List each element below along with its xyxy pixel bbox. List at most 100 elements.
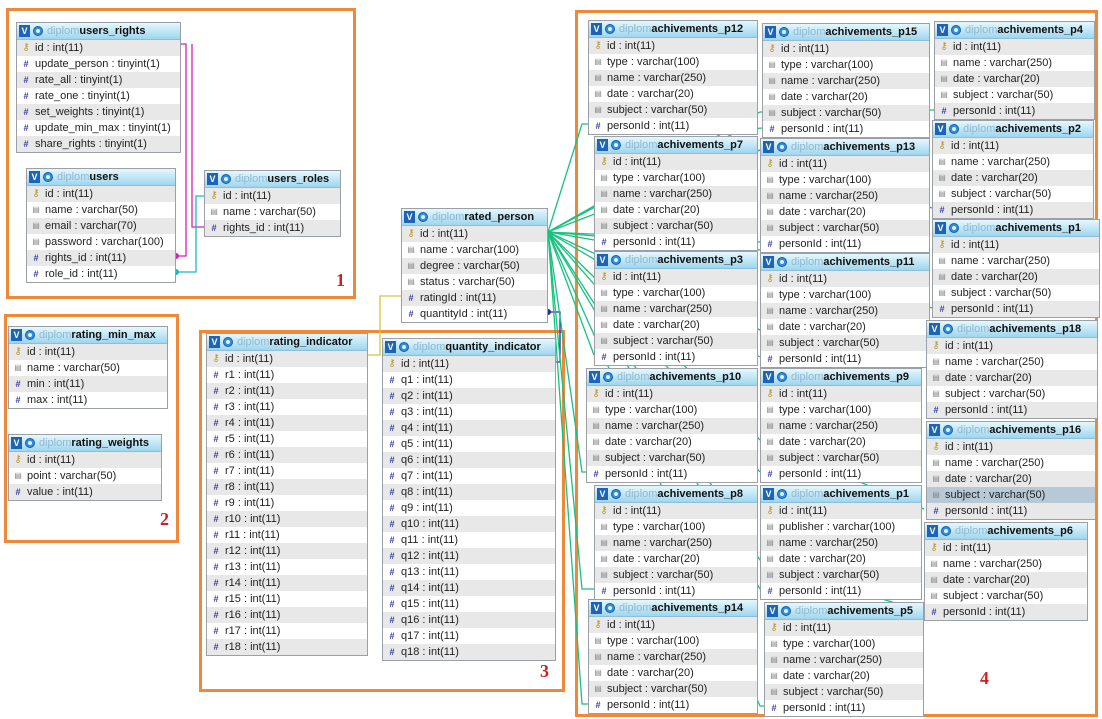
collapse-toggle-icon[interactable]: V: [929, 323, 940, 335]
column-row[interactable]: #r3 : int(11): [207, 399, 367, 415]
collapse-toggle-icon[interactable]: V: [937, 24, 948, 36]
collapse-toggle-icon[interactable]: V: [935, 123, 946, 135]
column-row[interactable]: ▤subject : varchar(50): [595, 218, 757, 234]
column-row[interactable]: ⚷id : int(11): [761, 386, 921, 402]
column-row[interactable]: ▤name : varchar(250): [761, 303, 929, 319]
column-row[interactable]: ▤date : varchar(20): [589, 86, 757, 102]
column-row[interactable]: ▤type : varchar(100): [765, 636, 923, 652]
column-row[interactable]: ▤name : varchar(250): [587, 418, 757, 434]
column-row[interactable]: ▤type : varchar(100): [589, 54, 757, 70]
column-row[interactable]: ⚷id : int(11): [383, 356, 555, 372]
column-row[interactable]: #personId : int(11): [925, 604, 1087, 620]
column-row[interactable]: #role_id : int(11): [27, 266, 175, 282]
column-row[interactable]: ▤subject : varchar(50): [933, 285, 1099, 301]
column-row[interactable]: #value : int(11): [9, 484, 161, 500]
column-row[interactable]: #r2 : int(11): [207, 383, 367, 399]
gear-icon[interactable]: [221, 174, 231, 184]
column-row[interactable]: ▤date : varchar(20): [595, 317, 757, 333]
column-row[interactable]: ⚷id : int(11): [933, 237, 1099, 253]
collapse-toggle-icon[interactable]: V: [11, 329, 22, 341]
column-row[interactable]: ⚷id : int(11): [27, 186, 175, 202]
column-row[interactable]: ▤subject : varchar(50): [765, 684, 923, 700]
column-row[interactable]: ▤date : varchar(20): [595, 551, 757, 567]
column-row[interactable]: #personId : int(11): [933, 301, 1099, 317]
column-row[interactable]: ⚷id : int(11): [927, 338, 1097, 354]
column-row[interactable]: #r15 : int(11): [207, 591, 367, 607]
column-row[interactable]: #q1 : int(11): [383, 372, 555, 388]
column-row[interactable]: ▤date : varchar(20): [933, 269, 1099, 285]
column-row[interactable]: ▤subject : varchar(50): [925, 588, 1087, 604]
column-row[interactable]: ▤subject : varchar(50): [589, 102, 757, 118]
column-row[interactable]: ▤subject : varchar(50): [763, 105, 929, 121]
column-row[interactable]: ⚷id : int(11): [765, 620, 923, 636]
collapse-toggle-icon[interactable]: V: [935, 222, 946, 234]
column-row[interactable]: ▤type : varchar(100): [763, 57, 929, 73]
gear-icon[interactable]: [611, 489, 621, 499]
collapse-toggle-icon[interactable]: V: [763, 141, 774, 153]
column-row[interactable]: #personId : int(11): [761, 351, 929, 367]
column-row[interactable]: ▤degree : varchar(50): [402, 258, 547, 274]
collapse-toggle-icon[interactable]: V: [29, 171, 40, 183]
column-row[interactable]: ▤subject : varchar(50): [761, 220, 929, 236]
column-row[interactable]: #rights_id : int(11): [27, 250, 175, 266]
column-row[interactable]: ▤name : varchar(250): [761, 188, 929, 204]
column-row[interactable]: #personId : int(11): [595, 349, 757, 365]
gear-icon[interactable]: [781, 606, 791, 616]
column-row[interactable]: #r10 : int(11): [207, 511, 367, 527]
column-row[interactable]: ▤date : varchar(20): [589, 665, 757, 681]
column-row[interactable]: #set_weights : tinyint(1): [17, 104, 180, 120]
column-row[interactable]: ▤date : varchar(20): [925, 572, 1087, 588]
column-row[interactable]: #r11 : int(11): [207, 527, 367, 543]
gear-icon[interactable]: [605, 24, 615, 34]
column-row[interactable]: ⚷id : int(11): [925, 540, 1087, 556]
gear-icon[interactable]: [949, 124, 959, 134]
column-row[interactable]: ▤password : varchar(100): [27, 234, 175, 250]
column-row[interactable]: #q16 : int(11): [383, 612, 555, 628]
collapse-toggle-icon[interactable]: V: [763, 371, 774, 383]
gear-icon[interactable]: [779, 27, 789, 37]
column-row[interactable]: #personId : int(11): [761, 236, 929, 252]
column-row[interactable]: ▤name : varchar(250): [589, 649, 757, 665]
column-row[interactable]: ▤date : varchar(20): [761, 319, 929, 335]
column-row[interactable]: ▤subject : varchar(50): [927, 487, 1095, 503]
gear-icon[interactable]: [777, 257, 787, 267]
collapse-toggle-icon[interactable]: V: [591, 602, 602, 614]
gear-icon[interactable]: [603, 372, 613, 382]
column-row[interactable]: #q3 : int(11): [383, 404, 555, 420]
column-row[interactable]: ▤date : varchar(20): [927, 471, 1095, 487]
column-row[interactable]: ▤subject : varchar(50): [935, 87, 1094, 103]
column-row[interactable]: ▤name : varchar(250): [935, 55, 1094, 71]
gear-icon[interactable]: [777, 142, 787, 152]
column-row[interactable]: #r1 : int(11): [207, 367, 367, 383]
column-row[interactable]: #r9 : int(11): [207, 495, 367, 511]
gear-icon[interactable]: [943, 324, 953, 334]
gear-icon[interactable]: [223, 337, 233, 347]
column-row[interactable]: ▤date : varchar(20): [761, 551, 921, 567]
gear-icon[interactable]: [43, 172, 53, 182]
column-row[interactable]: ▤subject : varchar(50): [595, 333, 757, 349]
collapse-toggle-icon[interactable]: V: [404, 211, 415, 223]
column-row[interactable]: #personId : int(11): [761, 583, 921, 599]
gear-icon[interactable]: [399, 342, 409, 352]
column-row[interactable]: ⚷id : int(11): [595, 503, 757, 519]
gear-icon[interactable]: [611, 140, 621, 150]
column-row[interactable]: ▤date : varchar(20): [595, 202, 757, 218]
gear-icon[interactable]: [25, 330, 35, 340]
column-row[interactable]: ⚷id : int(11): [933, 138, 1093, 154]
column-row[interactable]: ⚷id : int(11): [763, 41, 929, 57]
